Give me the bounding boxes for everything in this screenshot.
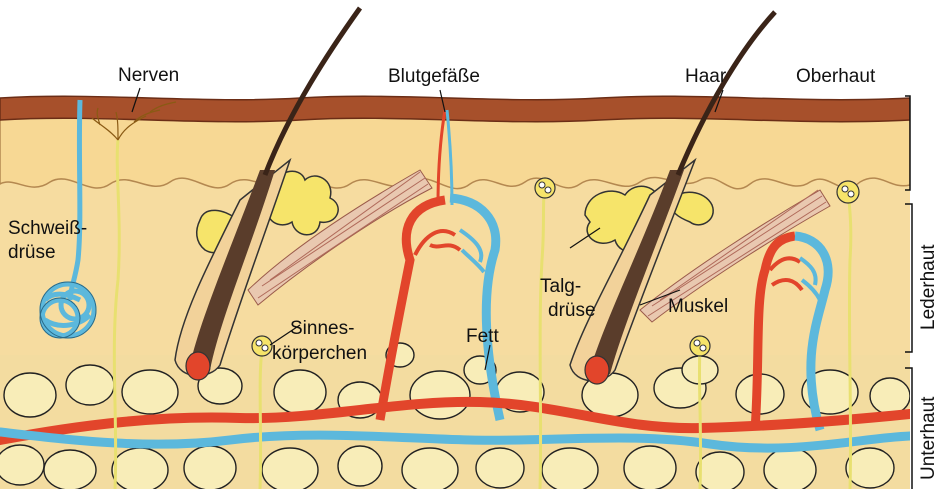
fat-cell — [402, 448, 458, 489]
fat-cell — [542, 448, 598, 489]
fat-cell — [122, 370, 178, 414]
papillary-dermis — [0, 118, 910, 189]
fat-cell — [764, 448, 816, 489]
sensory-corpuscle-1 — [535, 178, 555, 198]
label-haar: Haar — [685, 66, 726, 88]
label-muskel: Muskel — [668, 296, 728, 318]
label-oberhaut: Oberhaut — [796, 66, 875, 88]
label-blutgefaesse: Blutgefäße — [388, 66, 480, 88]
fat-cell — [476, 448, 524, 488]
label-schweiss-line1: Schweiß- — [8, 218, 87, 240]
fat-cell — [112, 448, 168, 489]
fat-cell — [184, 446, 236, 489]
fat-cell — [274, 370, 326, 414]
label-talg-line2: drüse — [548, 300, 596, 322]
fat-cell — [262, 448, 318, 489]
label-talg-line1: Talg- — [540, 276, 581, 298]
label-sinnes-line2: körperchen — [272, 343, 367, 365]
fat-cell — [624, 446, 676, 489]
sensory-corpuscle-2 — [837, 181, 859, 203]
sensory-corpuscle-3 — [252, 336, 272, 356]
label-nerven: Nerven — [118, 65, 179, 87]
fat-cell — [0, 445, 44, 485]
label-fett: Fett — [466, 326, 499, 348]
sensory-corpuscle-4 — [690, 336, 710, 356]
fat-cell — [66, 365, 114, 405]
fat-cell — [696, 452, 744, 489]
label-unterhaut: Unterhaut — [918, 397, 940, 480]
fat-cell — [846, 448, 894, 488]
fat-cell — [870, 378, 910, 414]
fat-cell — [338, 446, 382, 486]
fat-cell — [4, 373, 56, 417]
fat-cell — [44, 450, 96, 489]
label-lederhaut: Lederhaut — [918, 244, 940, 330]
label-schweiss-line2: drüse — [8, 242, 56, 264]
fat-cell — [410, 371, 470, 419]
label-sinnes-line1: Sinnes- — [290, 318, 354, 340]
